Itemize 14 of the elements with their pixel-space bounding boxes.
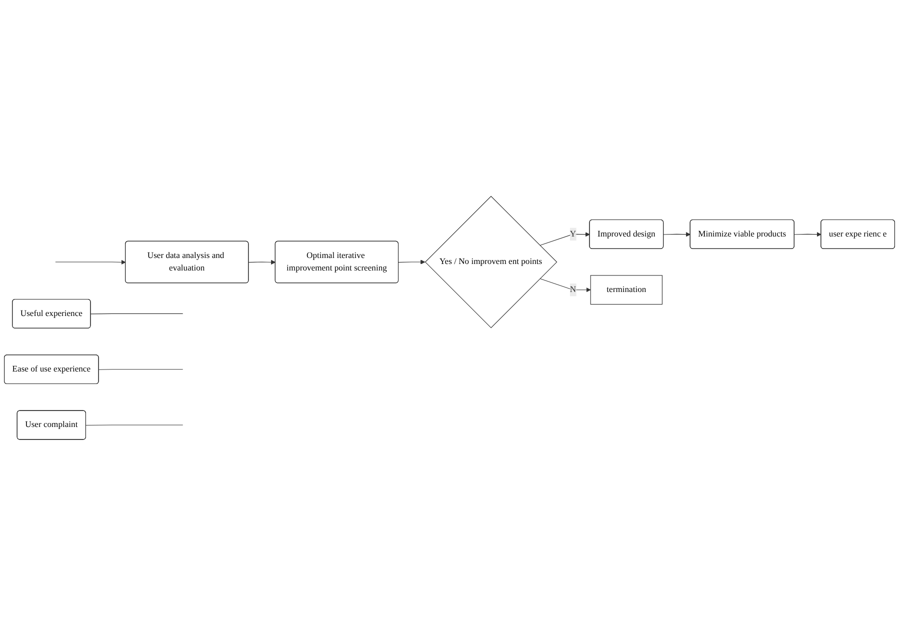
arrow — [248, 260, 276, 264]
edge-label: N — [570, 284, 576, 294]
arrow — [794, 232, 822, 236]
node-diamond: Yes / No improvem ent points — [424, 196, 558, 328]
node-box: termination — [590, 274, 662, 304]
connector — [90, 313, 184, 314]
connector — [98, 368, 184, 370]
edge-label: Y — [570, 229, 576, 238]
connector — [86, 424, 184, 426]
arrow — [663, 232, 691, 236]
arrow — [398, 259, 426, 264]
arrow — [540, 278, 591, 292]
arrow — [55, 260, 126, 264]
arrow — [540, 232, 590, 246]
